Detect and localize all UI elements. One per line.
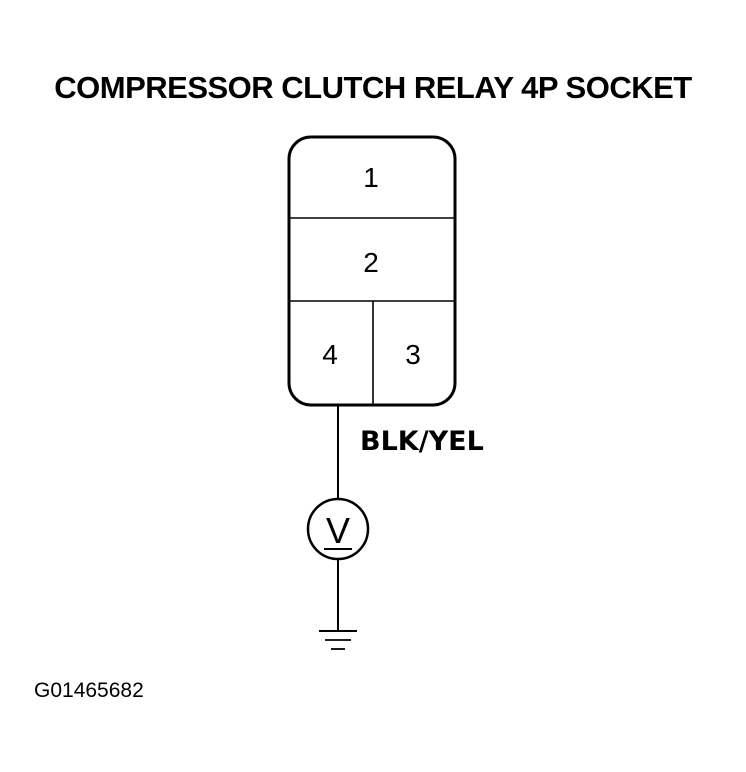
pin-2-label: 2	[363, 247, 379, 278]
ground-icon	[319, 630, 357, 650]
pin-1-label: 1	[363, 162, 379, 193]
voltmeter-icon: V	[306, 497, 370, 561]
figure-id: G01465682	[34, 679, 144, 702]
pin-4-label: 4	[322, 339, 338, 370]
wire-color-label: BLK/YEL	[360, 426, 484, 457]
voltmeter-symbol: V	[326, 510, 350, 551]
diagram-title: COMPRESSOR CLUTCH RELAY 4P SOCKET	[54, 70, 692, 105]
socket-outline	[287, 135, 457, 407]
pin-3-label: 3	[405, 339, 421, 370]
